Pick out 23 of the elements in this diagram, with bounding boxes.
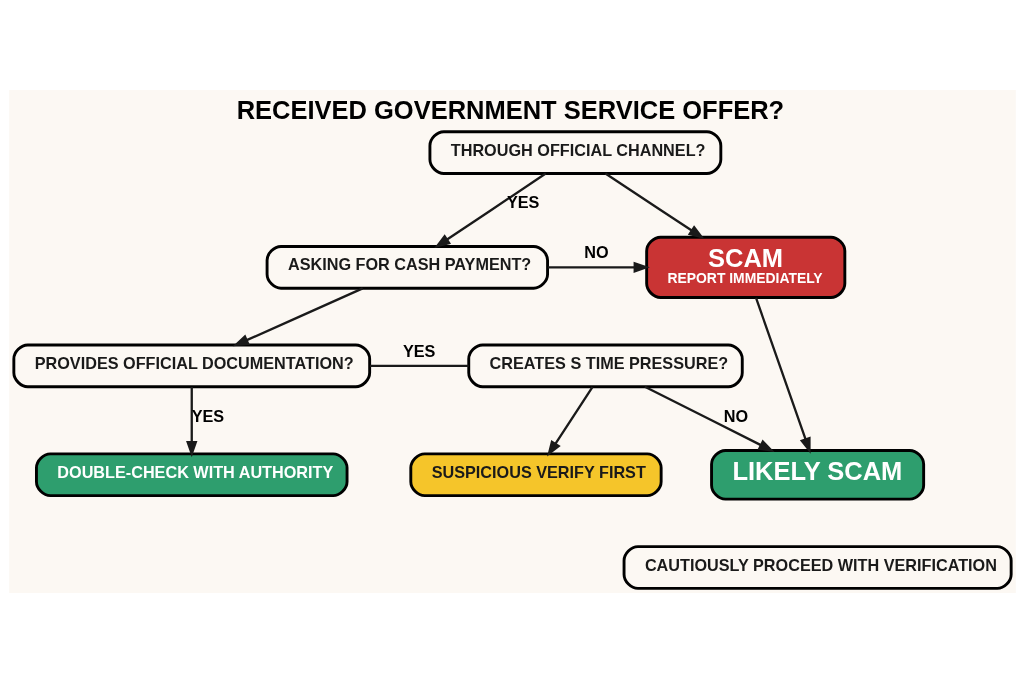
- diagram-title: RECEIVED GOVERNMENT SERVICE OFFER?: [236, 95, 784, 124]
- node-box: CREATES S TIME PRESSURE?: [466, 343, 744, 388]
- arrow: [185, 386, 197, 457]
- edge-label: NO: [583, 242, 609, 261]
- arrow: [433, 172, 546, 248]
- edge-label: YES: [506, 192, 539, 211]
- edge-label: YES: [402, 341, 435, 360]
- node-box: DOUBLE-CHECK WITH AUTHORITY: [34, 451, 348, 497]
- arrow: [604, 172, 704, 239]
- node-box: SCAM REPORT IMMEDIATELY: [644, 235, 846, 299]
- arrow: [546, 385, 593, 457]
- edge-label: NO: [723, 406, 748, 425]
- node-box: PROVIDES OFFICIAL DOCUMENTATION?: [11, 343, 371, 388]
- connector: [369, 364, 469, 367]
- node-box: ASKING FOR CASH PAYMENT?: [265, 244, 549, 290]
- node-box: SUSPICIOUS VERIFY FIRST: [408, 451, 663, 497]
- node-box: CAUTIOUSLY PROCEED WITH VERIFICATION: [622, 544, 1013, 590]
- node-box: THROUGH OFFICIAL CHANNEL?: [427, 129, 722, 175]
- node-box: LIKELY SCAM: [709, 448, 925, 501]
- arrow: [754, 297, 811, 454]
- arrow: [547, 261, 650, 273]
- arrow: [232, 286, 363, 346]
- arrow: [643, 385, 775, 452]
